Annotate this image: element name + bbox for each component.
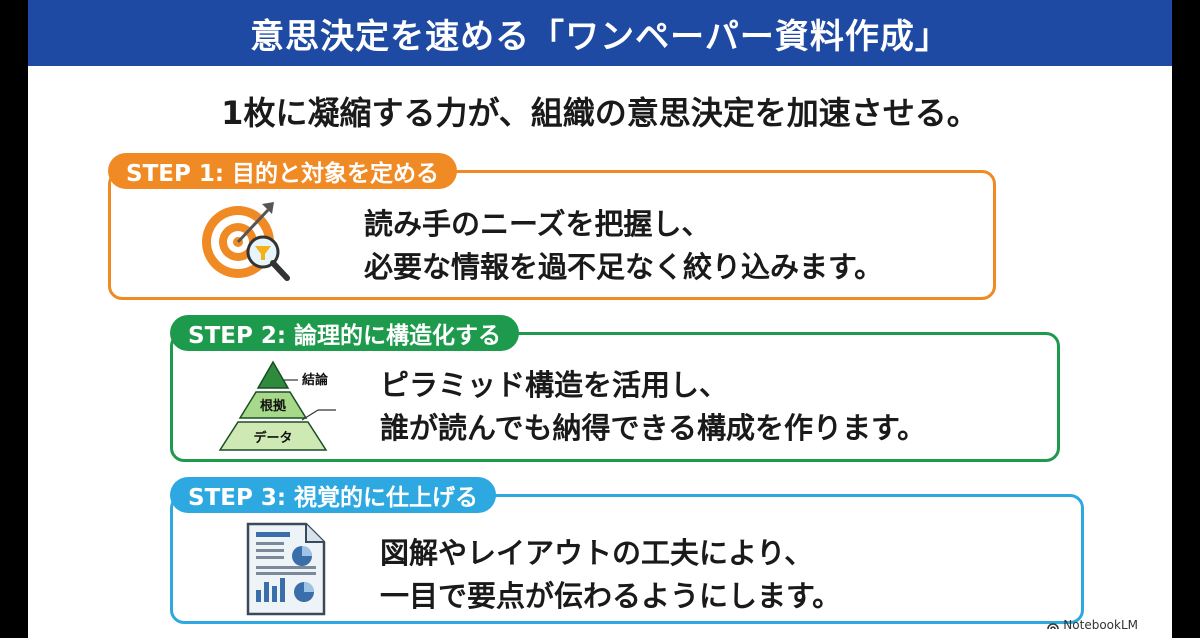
step-2-line-2: 誰が読んでも納得できる構成を作ります。 — [380, 411, 927, 445]
step-3-tab: STEP 3: 視覚的に仕上げる — [170, 477, 497, 513]
watermark-text: NotebookLM — [1063, 618, 1138, 632]
target-filter-magnifier-icon — [202, 202, 290, 281]
pyramid-structure-icon: 結論 根拠 データ — [218, 360, 336, 451]
pyramid-middle-label: 根拠 — [260, 398, 287, 414]
page-title: 意思決定を速める「ワンペーパー資料作成」 — [250, 16, 950, 57]
pyramid-top-label: 結論 — [302, 372, 329, 388]
watermark: NotebookLM — [1047, 618, 1138, 632]
step-2-line-1: ピラミッド構造を活用し、 — [380, 368, 729, 402]
report-document-icon — [246, 522, 326, 616]
step-1-line-2: 必要な情報を過不足なく絞り込みます。 — [364, 250, 884, 284]
subtitle: 1枚に凝縮する力が、組織の意思決定を加速させる。 — [221, 94, 979, 132]
title-bar: 意思決定を速める「ワンペーパー資料作成」 — [28, 0, 1172, 66]
step-2-tab: STEP 2: 論理的に構造化する — [170, 315, 520, 351]
step-1-line-1: 読み手のニーズを把握し、 — [364, 207, 711, 241]
step-1-tab: STEP 1: 目的と対象を定める — [108, 153, 458, 189]
step-3-text: 図解やレイアウトの工夫により、 一目で要点が伝わるようにします。 — [380, 532, 841, 618]
slide: 意思決定を速める「ワンペーパー資料作成」 1枚に凝縮する力が、組織の意思決定を加… — [28, 0, 1172, 638]
notebooklm-logo-icon — [1047, 623, 1060, 630]
step-2-box — [170, 332, 1060, 462]
step-1-text: 読み手のニーズを把握し、 必要な情報を過不足なく絞り込みます。 — [364, 203, 883, 289]
step-3-line-2: 一目で要点が伝わるようにします。 — [380, 579, 842, 613]
step-3-line-1: 図解やレイアウトの工夫により、 — [380, 536, 814, 570]
step-2-text: ピラミッド構造を活用し、 誰が読んでも納得できる構成を作ります。 — [380, 364, 926, 450]
pyramid-bottom-label: データ — [253, 430, 292, 446]
